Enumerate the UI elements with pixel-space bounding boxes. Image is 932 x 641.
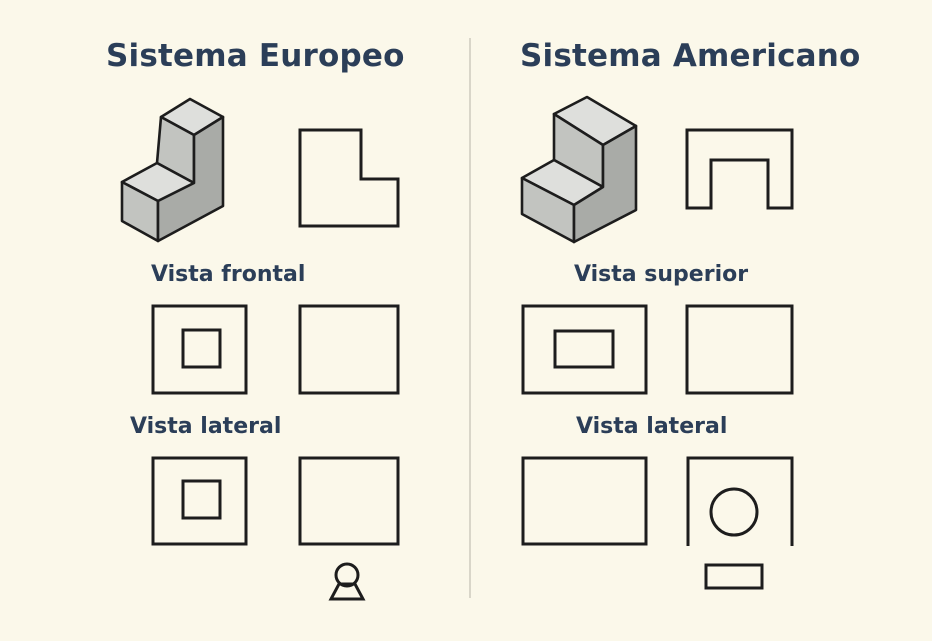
label-vista-superior: Vista superior <box>574 262 749 287</box>
right-side-view-circle <box>709 487 759 537</box>
observer-eye-circle <box>334 562 360 588</box>
right-small-rectangle <box>704 563 764 590</box>
right-u-shaped-view <box>685 128 794 210</box>
solid-right-face <box>156 115 225 243</box>
right-side-view-plain <box>521 456 648 546</box>
observer-base <box>328 582 366 601</box>
right-top-view-inner-rect <box>553 329 615 369</box>
left-isometric-solid <box>120 97 225 243</box>
right-isometric-solid <box>520 95 638 244</box>
right-top-view-outer <box>521 304 648 395</box>
label-vista-lateral-left: Vista lateral <box>130 414 282 439</box>
right-panel-title: Sistema Americano <box>520 38 861 74</box>
left-panel-title: Sistema Europeo <box>106 38 405 74</box>
left-side-view-inner-square <box>181 479 222 520</box>
label-vista-lateral-right: Vista lateral <box>576 414 728 439</box>
left-side-view-plain <box>298 456 400 546</box>
label-vista-frontal: Vista frontal <box>151 262 306 287</box>
left-front-view-inner-square <box>181 328 222 369</box>
left-side-view-outer <box>151 456 248 546</box>
left-l-shaped-view <box>298 128 400 228</box>
left-front-view-plain <box>298 304 400 395</box>
left-front-view-outer <box>151 304 248 395</box>
solid-right-face <box>572 124 638 244</box>
observer-icon <box>328 562 366 601</box>
right-top-view-plain <box>685 304 794 395</box>
right-side-view-open-frame <box>686 456 794 546</box>
